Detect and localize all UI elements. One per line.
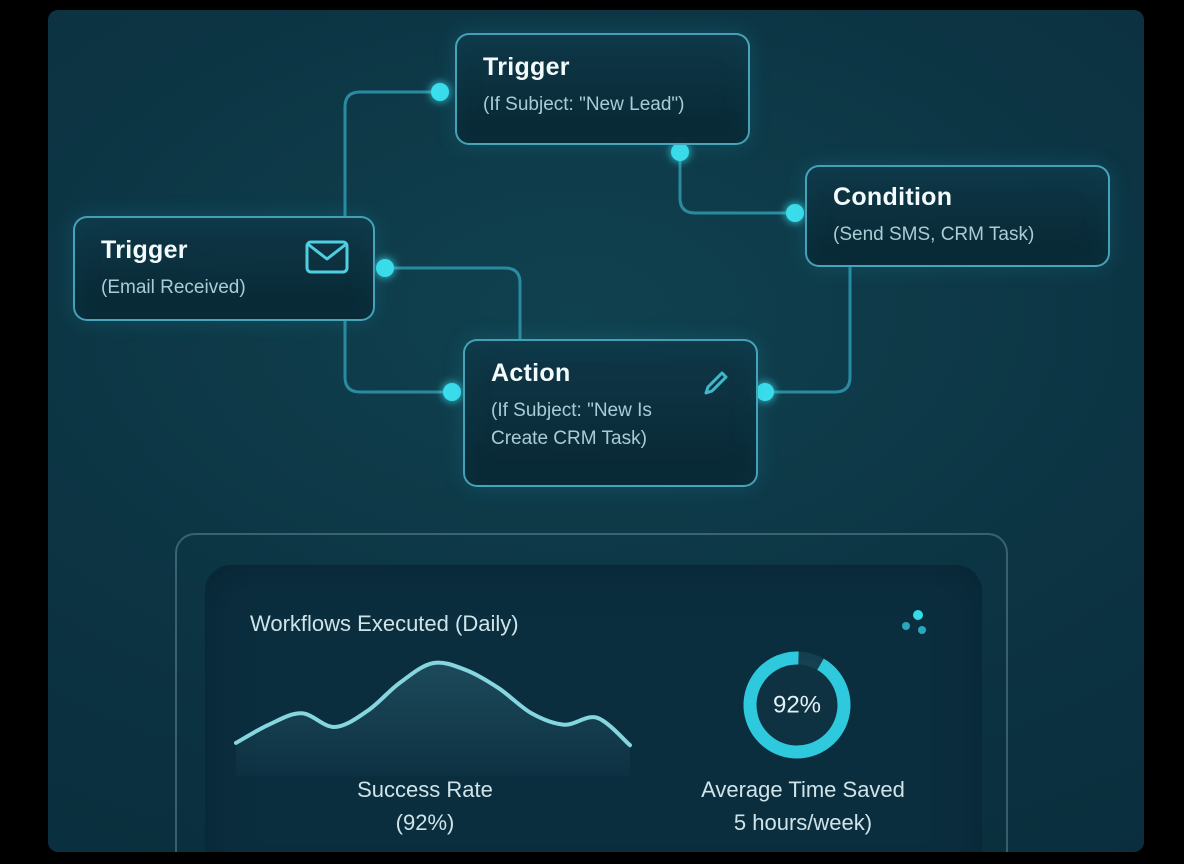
chart-line [234,660,632,748]
link-toptrigger-to-condition [678,152,795,215]
node-subtitle: (If Subject: "New Lead") [483,94,685,115]
workflows-area-chart [234,660,632,776]
link-action-to-condition [765,265,852,394]
dashboard-panel [205,565,982,852]
envelope-icon [305,240,349,274]
node-trigger-top[interactable]: Trigger (If Subject: "New Lead") [455,33,750,145]
connector-port[interactable] [786,204,804,222]
success-rate-value: (92%) [395,810,455,835]
node-subtitle-line2: Create CRM Task) [491,427,647,449]
donut-center-value: 92% [773,692,821,719]
link-toptrigger-to-lefttrigger [343,90,440,216]
link-lefttrigger-to-action-top [385,266,522,339]
pencil-icon [704,371,728,395]
chart-area-fill [236,662,630,776]
node-condition[interactable]: Condition (Send SMS, CRM Task) [805,165,1110,267]
node-trigger-email[interactable]: Trigger (Email Received) [73,216,375,321]
connector-port[interactable] [756,383,774,401]
connector-port[interactable] [671,143,689,161]
time-saved-label: Average Time Saved [701,777,905,802]
node-action[interactable]: Action (If Subject: "New Is Create CRM T… [463,339,758,487]
time-saved-value: 5 hours/week) [733,810,873,835]
node-subtitle: (Email Received) [101,277,246,298]
connector-port[interactable] [376,259,394,277]
node-title: Condition [833,183,953,211]
workflow-canvas: Trigger (If Subject: "New Lead") Conditi… [48,10,1144,852]
donut-arc [743,651,851,759]
connector-port[interactable] [431,83,449,101]
dashboard-outer-frame [175,533,1008,852]
link-lefttrigger-to-action [343,321,452,394]
chart-title: Workflows Executed (Daily) [250,611,519,636]
success-rate-label: Success Rate [357,777,493,802]
dots-cluster-icon[interactable] [896,604,936,644]
node-title: Action [491,359,571,387]
node-subtitle-line1: (If Subject: "New Is [491,400,652,421]
success-donut-chart: 92% [743,651,851,759]
node-title: Trigger [101,236,188,264]
node-subtitle: (Send SMS, CRM Task) [833,224,1035,245]
connector-port[interactable] [443,383,461,401]
node-title: Trigger [483,53,570,81]
